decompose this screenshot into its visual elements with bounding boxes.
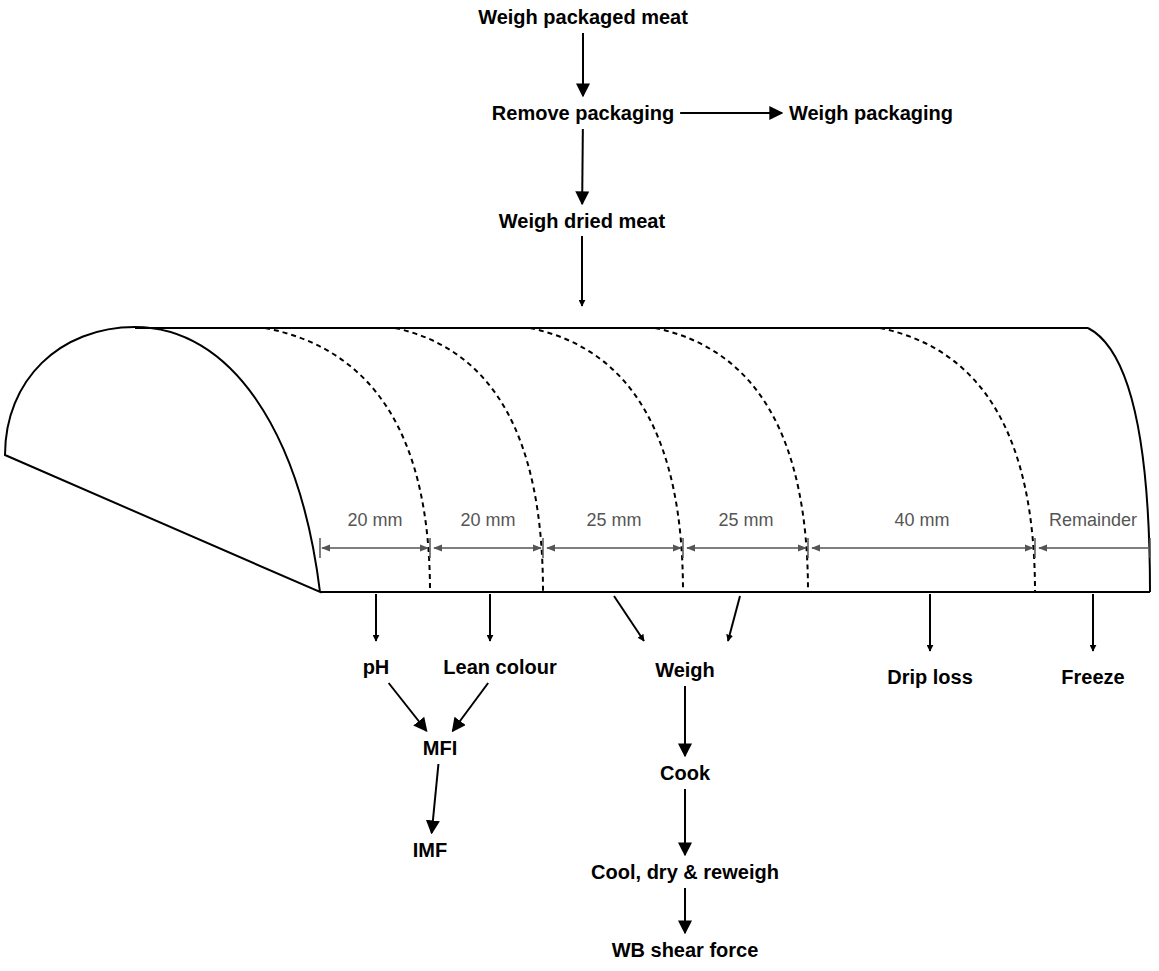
slab-far-end bbox=[1088, 328, 1150, 592]
step-label: Weigh dried meat bbox=[499, 209, 665, 233]
step-label: Freeze bbox=[1061, 665, 1124, 689]
flow-arrow bbox=[489, 594, 491, 641]
flow-arrow bbox=[453, 683, 489, 731]
step-label: Weigh packaging bbox=[789, 101, 953, 125]
step-text-box: WB shear force bbox=[608, 936, 763, 964]
step-text-box: MFI bbox=[419, 734, 461, 762]
flow-arrow bbox=[728, 596, 740, 641]
step-label: Weigh packaged meat bbox=[478, 5, 688, 29]
cut-line bbox=[655, 328, 808, 592]
flow-arrow bbox=[581, 129, 584, 204]
step-label: IMF bbox=[413, 838, 447, 862]
flow-arrow bbox=[375, 594, 377, 641]
dimension-label: 20 mm bbox=[345, 509, 404, 531]
flow-arrow bbox=[684, 888, 686, 933]
step-text-box: Remove packaging bbox=[488, 99, 678, 127]
step-text-box: Freeze bbox=[1057, 663, 1128, 691]
cut-line bbox=[395, 328, 543, 592]
flow-arrow bbox=[684, 686, 686, 756]
dimension-tick bbox=[320, 538, 1150, 558]
dimension-label: 25 mm bbox=[584, 509, 643, 531]
step-label: WB shear force bbox=[612, 938, 759, 962]
step-label: Cook bbox=[660, 761, 710, 785]
slab-end-face bbox=[5, 327, 320, 592]
flow-arrow bbox=[581, 236, 583, 306]
step-text-box: Weigh bbox=[651, 656, 719, 684]
step-label: Drip loss bbox=[887, 665, 973, 689]
flow-arrow bbox=[614, 596, 644, 641]
cut-line bbox=[880, 328, 1035, 592]
step-label: MFI bbox=[423, 736, 457, 760]
step-text-box: Weigh packaged meat bbox=[474, 3, 692, 31]
cut-lines bbox=[265, 328, 1035, 592]
slab-top-edge bbox=[135, 327, 1088, 329]
flow-arrow bbox=[432, 764, 439, 833]
step-text-box: Cool, dry & reweigh bbox=[587, 858, 783, 886]
cut-line bbox=[265, 328, 430, 592]
step-text-box: Weigh packaging bbox=[785, 99, 957, 127]
flow-arrow bbox=[389, 683, 427, 731]
step-text-box: Lean colour bbox=[439, 653, 560, 681]
dimension-line bbox=[322, 547, 428, 549]
step-label: Remove packaging bbox=[492, 101, 674, 125]
flow-arrow bbox=[1092, 594, 1094, 651]
dimension-label: 20 mm bbox=[458, 509, 517, 531]
step-label: Weigh bbox=[655, 658, 715, 682]
dimension-lines bbox=[320, 538, 1150, 558]
dimension-line bbox=[434, 547, 541, 549]
step-text-box: IMF bbox=[409, 836, 451, 864]
dimension-label: Remainder bbox=[1047, 509, 1139, 531]
dimension-line bbox=[687, 547, 806, 549]
dimension-line bbox=[812, 547, 1033, 549]
dimension-label: 40 mm bbox=[892, 509, 951, 531]
step-label: Cool, dry & reweigh bbox=[591, 860, 779, 884]
cut-line bbox=[530, 328, 683, 592]
dimension-label: 25 mm bbox=[716, 509, 775, 531]
step-text-box: Weigh dried meat bbox=[495, 207, 669, 235]
slab-arrows bbox=[376, 236, 1093, 651]
flow-arrow bbox=[582, 33, 584, 96]
flow-arrow bbox=[929, 594, 931, 651]
step-text-box: Cook bbox=[656, 759, 714, 787]
slab-bottom-edge bbox=[320, 591, 1150, 593]
step-label: pH bbox=[363, 655, 390, 679]
flow-arrow bbox=[680, 112, 782, 114]
dimension-line bbox=[1039, 547, 1148, 549]
step-label: Lean colour bbox=[443, 655, 556, 679]
flow-arrow bbox=[684, 789, 686, 855]
step-text-box: Drip loss bbox=[883, 663, 977, 691]
step-text-box: pH bbox=[359, 653, 394, 681]
dimension-line bbox=[547, 547, 681, 549]
